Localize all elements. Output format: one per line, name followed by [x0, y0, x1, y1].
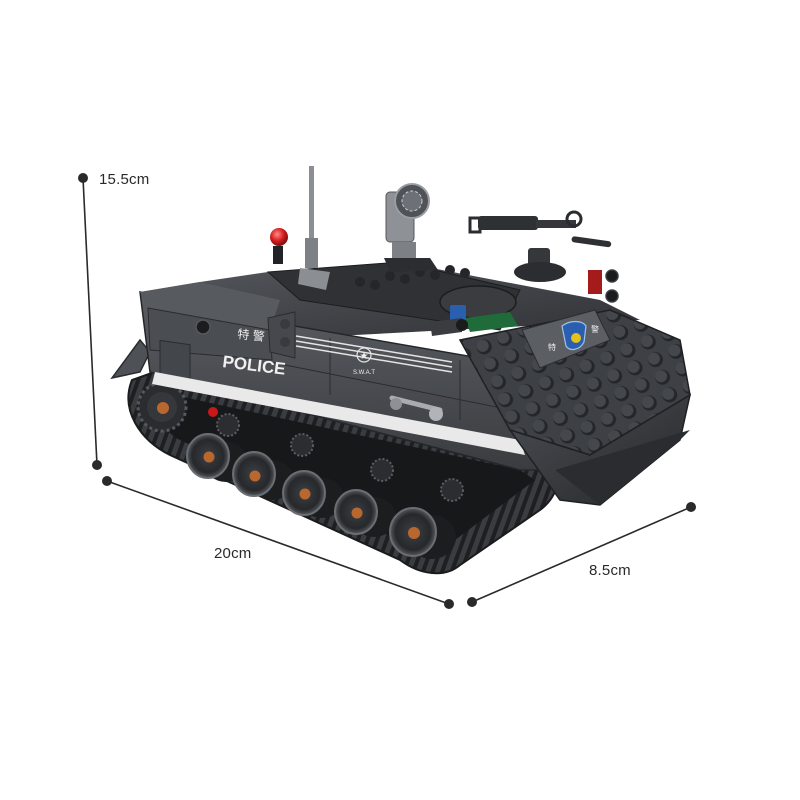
- antenna: [309, 166, 314, 266]
- hull: ★ S.W.A.T 特 警 POLICE 特 警: [110, 262, 692, 506]
- front-chinese-right: 警: [591, 324, 599, 334]
- red-block: [588, 270, 602, 294]
- road-wheel: [334, 489, 396, 537]
- green-tile: [465, 312, 518, 332]
- road-wheel: [389, 507, 456, 559]
- length-dimension-line: [106, 480, 450, 605]
- machine-gun: [468, 210, 612, 282]
- width-start-dot: [467, 597, 477, 607]
- rear-port: [195, 319, 211, 335]
- road-wheel: [282, 470, 344, 518]
- turret-equipment: [266, 166, 619, 336]
- width-dimension-line: [471, 506, 692, 603]
- swat-text: S.W.A.T: [353, 370, 375, 376]
- red-pin: [208, 407, 218, 417]
- length-dimension-label: 20cm: [214, 545, 252, 562]
- track-assembly: [127, 368, 559, 575]
- length-start-dot: [102, 476, 112, 486]
- length-end-dot: [444, 599, 454, 609]
- rear-plow: [110, 338, 151, 380]
- width-dimension-label: 8.5cm: [589, 562, 631, 579]
- road-wheels: [186, 433, 456, 559]
- svg-text:★: ★: [360, 351, 369, 362]
- white-stripe: [152, 372, 525, 455]
- dimension-lines: [78, 173, 696, 609]
- rear-sprocket: [136, 381, 188, 433]
- swat-stripes: [295, 335, 453, 373]
- front-chinese-left: 特: [548, 342, 556, 352]
- height-bottom-dot: [92, 460, 102, 470]
- side-chinese-text: 特 警: [237, 326, 266, 344]
- searchlight: [384, 183, 438, 272]
- star-emblem: ★: [356, 347, 372, 363]
- height-dimension-line: [82, 177, 98, 466]
- height-dimension-label: 15.5cm: [99, 171, 150, 188]
- height-top-dot: [78, 173, 88, 183]
- red-beacon: [270, 228, 288, 246]
- width-end-dot: [686, 502, 696, 512]
